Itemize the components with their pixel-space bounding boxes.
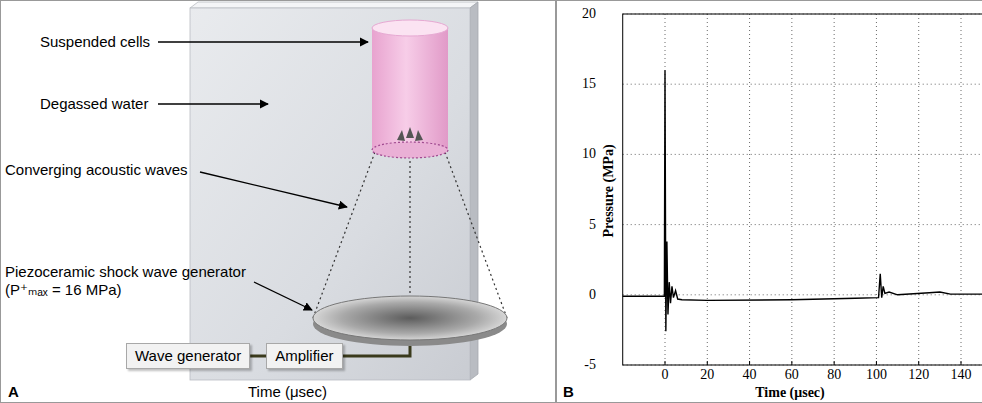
tube-bottom bbox=[372, 142, 448, 158]
part-label: Degassed water bbox=[40, 95, 148, 113]
tick-label: 100 bbox=[856, 366, 896, 384]
plot-frame bbox=[623, 14, 982, 365]
tube-top bbox=[372, 20, 448, 36]
box-label: Wave generator bbox=[135, 347, 241, 365]
part-label: Converging acoustic waves bbox=[5, 161, 188, 179]
tick-label: 5 bbox=[560, 216, 596, 234]
cell-tube bbox=[372, 28, 448, 150]
tick-mark bbox=[749, 361, 750, 365]
grid-line bbox=[876, 14, 877, 365]
tick-label: 60 bbox=[772, 366, 812, 384]
grid-line bbox=[834, 14, 835, 365]
tick-mark bbox=[876, 361, 877, 365]
tick-label: 40 bbox=[730, 366, 770, 384]
box-label: Amplifier bbox=[275, 347, 333, 365]
tick-label: 10 bbox=[560, 145, 596, 163]
grid-line bbox=[623, 224, 982, 225]
tick-label: -5 bbox=[560, 356, 596, 374]
tank-top bbox=[190, 2, 478, 8]
tick-label: 120 bbox=[899, 366, 939, 384]
grid-line bbox=[918, 14, 919, 365]
tick-label: 140 bbox=[941, 366, 981, 384]
part-label: Suspended cells bbox=[40, 33, 150, 51]
cell-arrows bbox=[397, 127, 423, 141]
grid-line bbox=[791, 14, 792, 365]
part-label: Piezoceramic shock wave generator (P⁺ₘₐₓ… bbox=[5, 263, 255, 299]
converging-waves bbox=[313, 152, 507, 318]
grid-line bbox=[623, 84, 982, 85]
panel-letter: A bbox=[8, 383, 19, 401]
pressure-trace bbox=[623, 70, 982, 331]
tick-mark bbox=[961, 361, 962, 365]
panel-frame bbox=[557, 1, 982, 403]
device-box: Amplifier bbox=[266, 343, 342, 369]
tick-label: 15 bbox=[560, 75, 596, 93]
tick-label: 20 bbox=[687, 366, 727, 384]
grid-line bbox=[707, 14, 708, 365]
tick-mark bbox=[665, 361, 666, 365]
grid-line bbox=[749, 14, 750, 365]
pressure-chart bbox=[623, 14, 982, 365]
tick-label: 20 bbox=[560, 5, 596, 23]
cable bbox=[250, 355, 266, 358]
tick-label: 0 bbox=[560, 286, 596, 304]
axis-title: Pressure (MPa) bbox=[600, 131, 618, 251]
axis-title: Time (μsec) bbox=[248, 383, 327, 401]
device-box: Wave generator bbox=[126, 343, 250, 369]
axis-title: Time (μsec) bbox=[730, 384, 850, 402]
transducer-dish bbox=[313, 296, 507, 340]
tick-label: 0 bbox=[645, 366, 685, 384]
panel-letter: B bbox=[563, 383, 574, 401]
transducer-cable bbox=[343, 346, 410, 356]
tick-label: 80 bbox=[814, 366, 854, 384]
panel-frame bbox=[1, 1, 556, 403]
grid-line bbox=[961, 14, 962, 365]
tick-mark bbox=[791, 361, 792, 365]
tick-mark bbox=[707, 361, 708, 365]
tick-mark bbox=[834, 361, 835, 365]
grid-line bbox=[623, 154, 982, 155]
tick-mark bbox=[918, 361, 919, 365]
